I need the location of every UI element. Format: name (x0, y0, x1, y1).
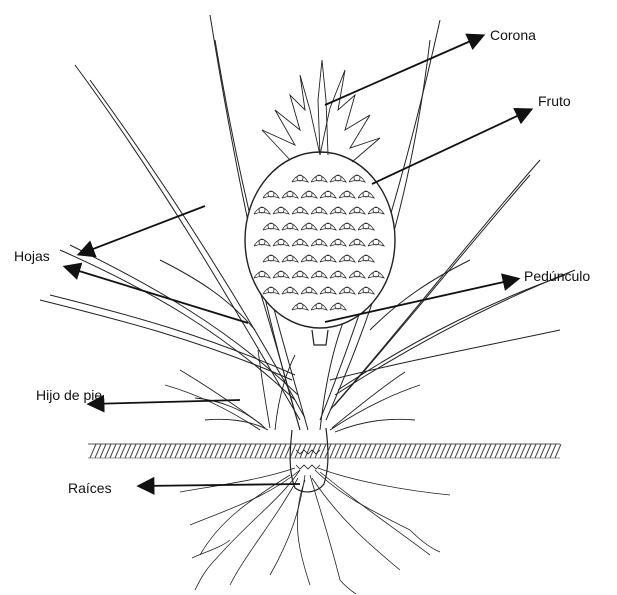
peduncle (312, 330, 328, 345)
arrow-corona (325, 36, 482, 105)
arrow-fruto (372, 110, 530, 184)
label-raices: Raíces (68, 478, 112, 498)
label-corona: Corona (490, 25, 536, 45)
fruit (245, 152, 395, 328)
ground-line (88, 444, 560, 458)
label-hijo-de-pie: Hijo de pie (36, 384, 110, 406)
label-peduncle: Pedúnculo (524, 266, 590, 286)
label-fruto: Fruto (538, 91, 571, 111)
ground-hatching (90, 444, 561, 458)
arrow-hojas-lower (66, 267, 248, 323)
arrow-raices (140, 484, 300, 486)
roots (180, 468, 450, 594)
crown (262, 60, 380, 162)
label-hojas: Hojas (14, 246, 50, 266)
